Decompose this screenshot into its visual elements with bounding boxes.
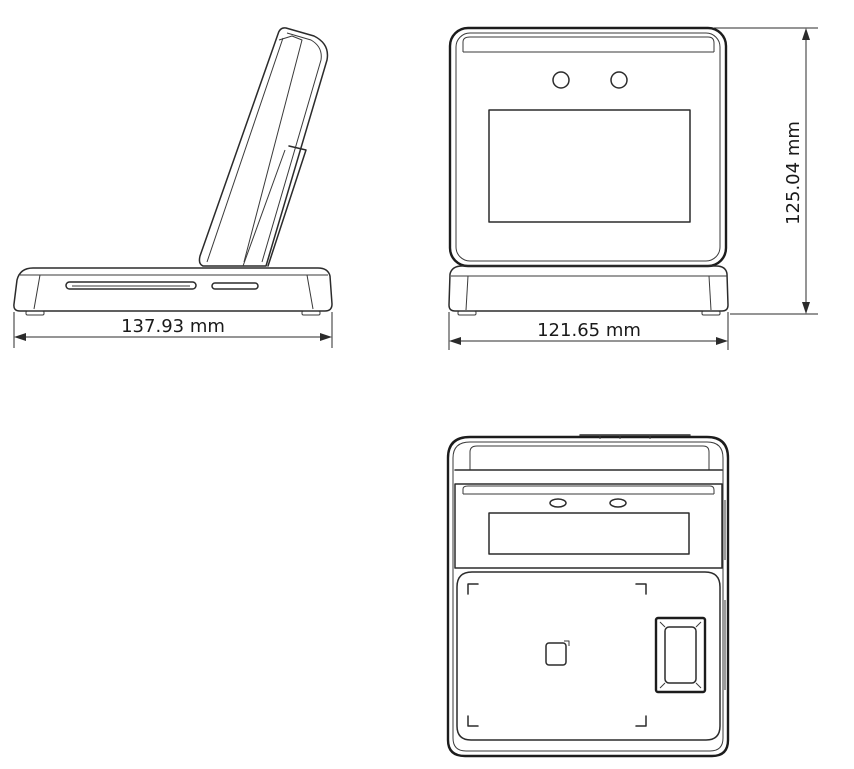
card-slot: [65, 281, 197, 290]
card-reading-area: [467, 583, 647, 727]
camera-lens-left: [552, 71, 570, 89]
top-view: [446, 434, 730, 758]
side-width-label: 137.93 mm: [121, 316, 225, 337]
front-height-label: 125.04 mm: [783, 121, 804, 225]
nfc-card-icon: [545, 640, 570, 666]
usb-port: [211, 282, 259, 290]
side-view-base: [13, 267, 333, 316]
top-view-display: [488, 512, 690, 555]
camera-lens-right: [610, 71, 628, 89]
front-width-label: 121.65 mm: [537, 320, 641, 341]
top-view-base-deck: [456, 571, 721, 741]
front-height-dimension: 125.04 mm: [714, 27, 818, 315]
foot: [25, 310, 45, 316]
front-view: 121.65 mm 125.04 mm: [448, 26, 818, 350]
front-view-base: [448, 265, 729, 316]
display-screen: [488, 109, 691, 223]
top-view-body: [446, 435, 730, 758]
side-view: 137.93 mm: [13, 27, 333, 348]
top-view-screen-panel: [454, 483, 723, 569]
foot: [701, 310, 721, 316]
side-view-screen-panel: [198, 27, 329, 267]
front-width-dimension: 121.65 mm: [448, 312, 729, 350]
top-camera-left: [549, 498, 567, 508]
side-width-dimension: 137.93 mm: [13, 312, 333, 348]
top-camera-right: [609, 498, 627, 508]
fingerprint-sensor: [654, 616, 707, 694]
foot: [301, 310, 321, 316]
front-view-panel: [448, 26, 728, 268]
foot: [457, 310, 477, 316]
